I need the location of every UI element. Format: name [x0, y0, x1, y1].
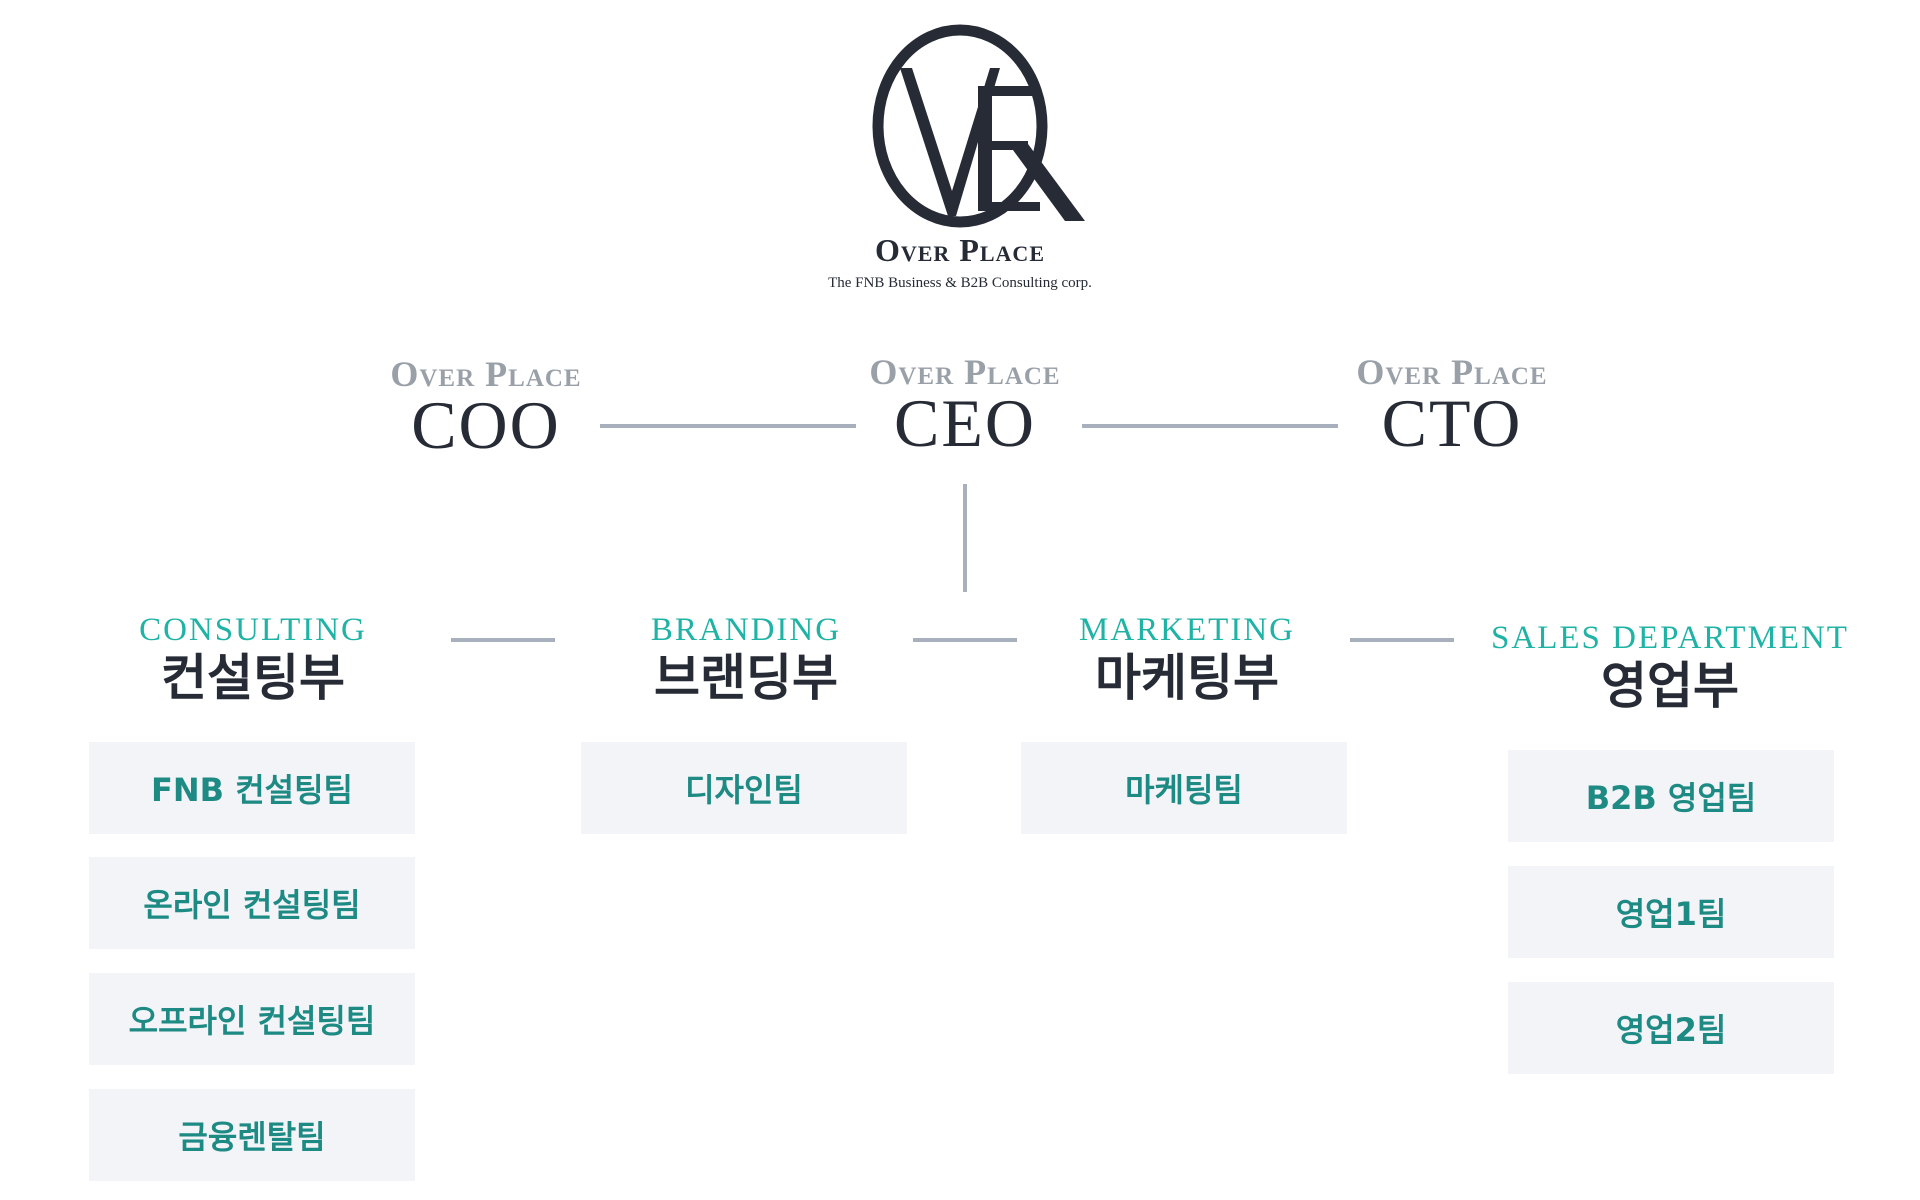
dept-marketing: MARKETING 마케팅부 [1007, 612, 1367, 708]
dept-branding: BRANDING 브랜딩부 [566, 612, 926, 708]
connector-ceo-cto [1082, 424, 1338, 428]
dept-name-en: BRANDING [650, 612, 842, 648]
team-box: 영업2팀 [1508, 982, 1834, 1074]
exec-ceo: Over Place CEO [805, 352, 1125, 461]
logo-wordmark: Over Place [874, 232, 1045, 268]
connector-branding-marketing [913, 638, 1017, 642]
exec-coo: Over Place COO [326, 354, 646, 463]
exec-title: COO [411, 387, 561, 463]
team-box: 마케팅팀 [1021, 742, 1347, 834]
exec-brand: Over Place [390, 354, 582, 394]
dept-name-en: MARKETING [1079, 612, 1295, 648]
connector-consulting-branding [451, 638, 555, 642]
dept-sales: SALES DEPARTMENT 영업부 [1490, 620, 1850, 716]
team-box: FNB 컨설팅팀 [89, 742, 415, 834]
connector-coo-ceo [600, 424, 856, 428]
exec-title: CEO [894, 385, 1036, 461]
over-place-logo-mark [872, 24, 1085, 228]
exec-cto: Over Place CTO [1292, 352, 1612, 461]
team-box: 오프라인 컨설팅팀 [89, 973, 415, 1065]
logo-tagline: The FNB Business & B2B Consulting corp. [828, 275, 1092, 291]
exec-brand: Over Place [1356, 352, 1548, 392]
dept-name-ko: 마케팅부 [1095, 649, 1279, 707]
team-box: 금융렌탈팀 [89, 1089, 415, 1181]
connector-marketing-sales [1350, 638, 1454, 642]
team-box: 온라인 컨설팅팀 [89, 857, 415, 949]
exec-title: CTO [1381, 385, 1523, 461]
dept-name-ko: 브랜딩부 [654, 649, 838, 707]
dept-name-en: SALES DEPARTMENT [1491, 620, 1849, 656]
dept-consulting: CONSULTING 컨설팅부 [73, 612, 433, 708]
exec-brand: Over Place [869, 352, 1061, 392]
dept-name-en: CONSULTING [139, 612, 367, 648]
team-box: B2B 영업팀 [1508, 750, 1834, 842]
dept-name-ko: 컨설팅부 [161, 649, 345, 707]
team-box: 디자인팀 [581, 742, 907, 834]
team-box: 영업1팀 [1508, 866, 1834, 958]
dept-name-ko: 영업부 [1601, 657, 1739, 715]
connector-ceo-departments [963, 484, 967, 592]
